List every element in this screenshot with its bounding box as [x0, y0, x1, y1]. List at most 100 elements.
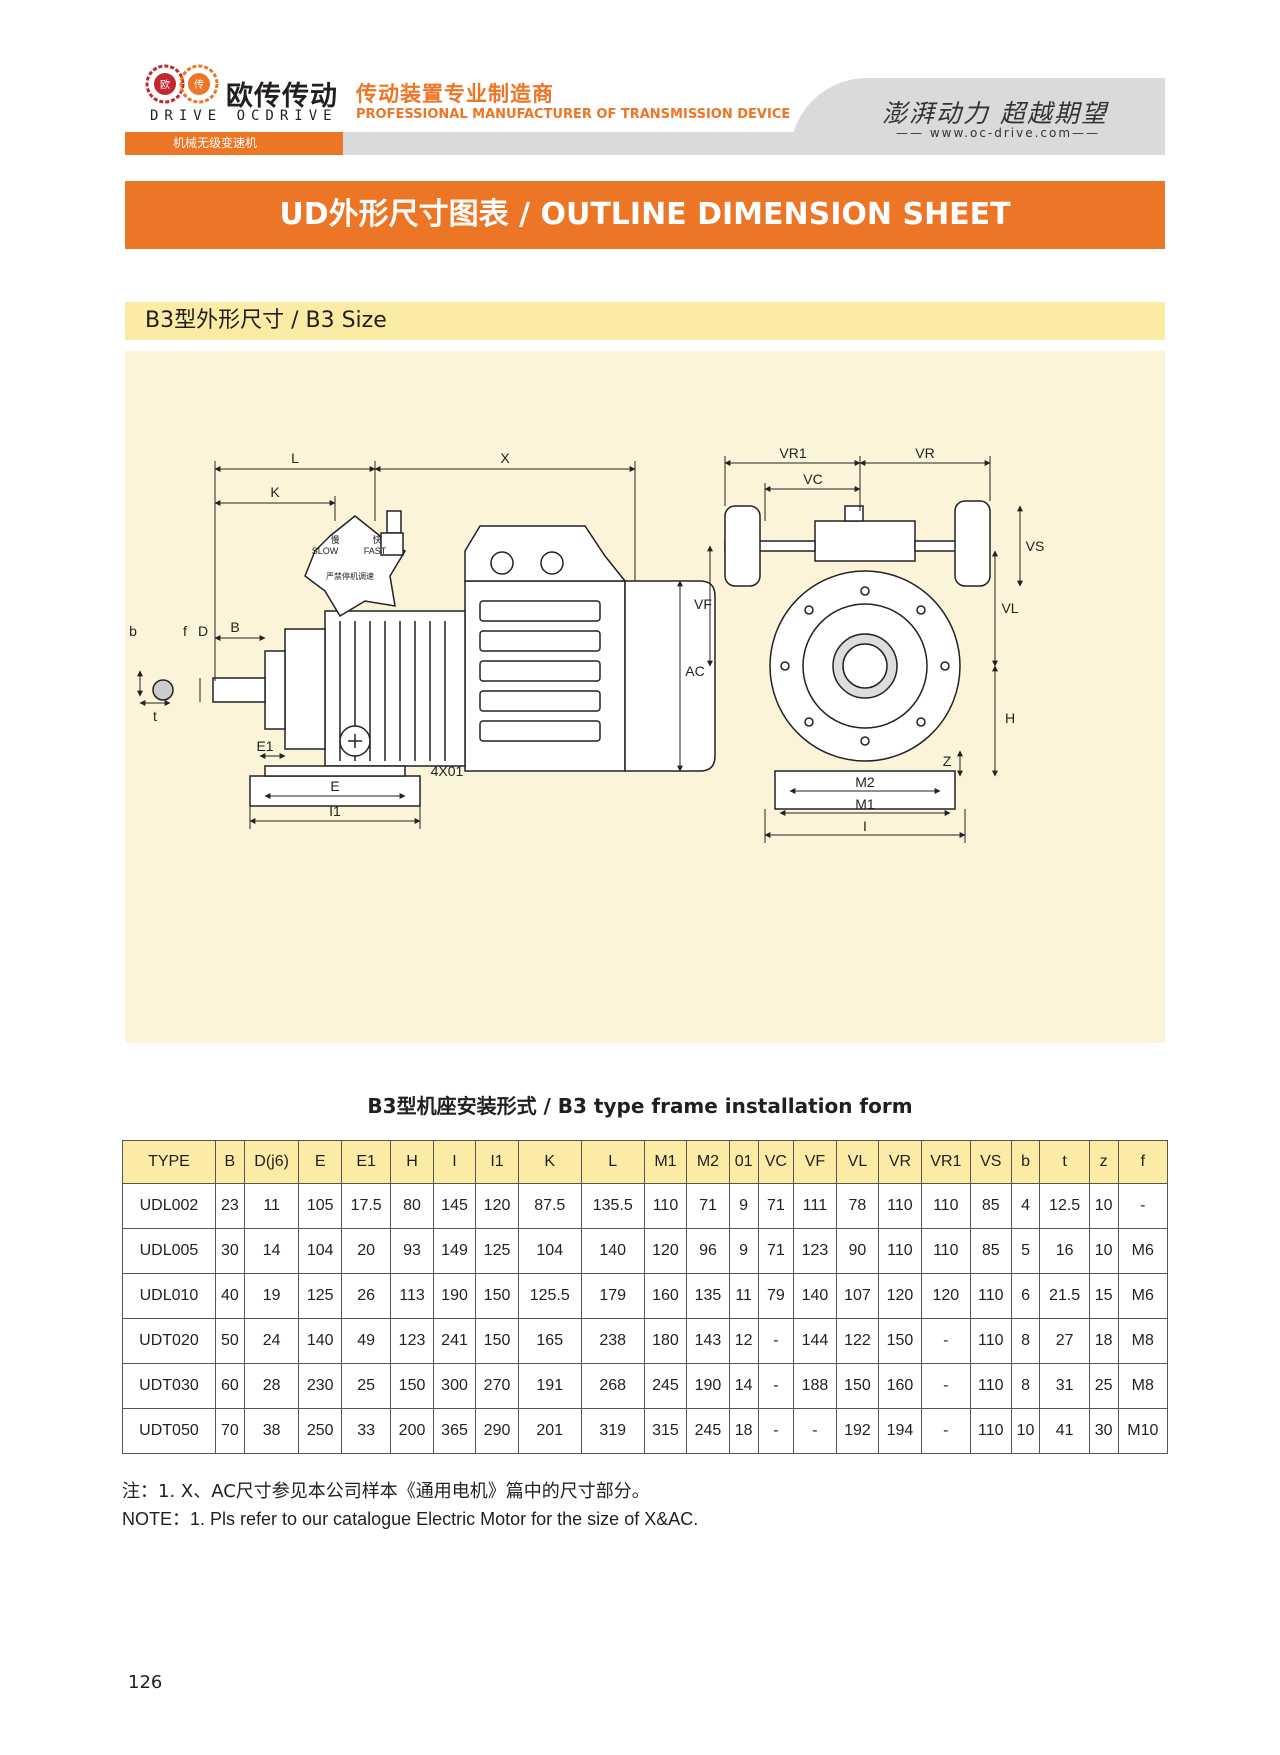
- dim-AC: AC: [685, 663, 704, 679]
- table-cell: 38: [243, 1408, 300, 1454]
- table-cell: 120: [920, 1273, 971, 1319]
- table-cell: 71: [757, 1183, 795, 1229]
- dim-X: X: [500, 450, 510, 466]
- table-cell: 17.5: [340, 1183, 392, 1229]
- table-cell: 245: [643, 1363, 688, 1409]
- dim-VC: VC: [803, 471, 822, 487]
- table-header-cell: K: [517, 1140, 582, 1184]
- front-flange: [284, 628, 326, 750]
- table-cell: 8: [1010, 1318, 1041, 1364]
- table-cell: 319: [580, 1408, 645, 1454]
- table-cell: 10: [1088, 1228, 1119, 1274]
- dim-K: K: [270, 484, 280, 500]
- dim-B: B: [230, 619, 239, 635]
- table-cell: 110: [969, 1318, 1012, 1364]
- dim-VF: VF: [694, 596, 712, 612]
- speed-adjust-screw: [386, 510, 402, 534]
- table-cell: -: [757, 1318, 795, 1364]
- dim-I: I: [863, 818, 867, 834]
- dim-E: E: [330, 778, 339, 794]
- table-cell: 25: [1088, 1363, 1119, 1409]
- table-header-cell: M2: [686, 1140, 730, 1184]
- table-cell: 120: [878, 1273, 922, 1319]
- table-cell: UDL005: [122, 1228, 216, 1274]
- table-header-cell: L: [580, 1140, 645, 1184]
- company-logo-icon: 欧 传: [145, 64, 219, 104]
- table-cell: 143: [686, 1318, 730, 1364]
- dim-VL: VL: [1001, 600, 1018, 616]
- table-cell: -: [920, 1318, 971, 1364]
- table-cell: 12: [728, 1318, 759, 1364]
- category-label: 机械无级变速机: [125, 132, 343, 155]
- table-cell: -: [1117, 1183, 1169, 1229]
- table-cell: 123: [390, 1318, 434, 1364]
- table-cell: 9: [728, 1228, 759, 1274]
- table-cell: 123: [793, 1228, 837, 1274]
- table-cell: 90: [835, 1228, 880, 1274]
- table-header-cell: VC: [757, 1140, 795, 1184]
- drawing-area: 慢 快 SLOW FAST 严禁停机调速 L X K B f D b t AC …: [125, 351, 1165, 1043]
- table-cell: 180: [643, 1318, 688, 1364]
- dim-VR: VR: [915, 445, 934, 461]
- table-cell: 365: [432, 1408, 477, 1454]
- table-cell: M6: [1117, 1228, 1169, 1274]
- table-cell: 241: [432, 1318, 477, 1364]
- table-cell: 16: [1039, 1228, 1090, 1274]
- knob-slow-cn: 慢: [330, 534, 339, 545]
- table-cell: 190: [686, 1363, 730, 1409]
- page-number: 126: [128, 1672, 163, 1693]
- knob-slow: SLOW: [312, 546, 339, 556]
- table-cell: UDL010: [122, 1273, 216, 1319]
- table-cell: 120: [475, 1183, 519, 1229]
- table-cell: 27: [1039, 1318, 1090, 1364]
- table-cell: 145: [432, 1183, 477, 1229]
- table-header-cell: B: [214, 1140, 245, 1184]
- table-cell: 125.5: [517, 1273, 582, 1319]
- table-cell: 85: [969, 1183, 1012, 1229]
- table-cell: 192: [835, 1408, 880, 1454]
- table-cell: 85: [969, 1228, 1012, 1274]
- table-cell: 4: [1010, 1183, 1041, 1229]
- end-view-right-knob: [954, 500, 991, 587]
- table-cell: 188: [793, 1363, 837, 1409]
- table-cell: M8: [1117, 1318, 1169, 1364]
- table-cell: 23: [214, 1183, 245, 1229]
- table-cell: -: [920, 1408, 971, 1454]
- table-cell: 110: [878, 1228, 922, 1274]
- table-cell: UDT020: [122, 1318, 216, 1364]
- table-cell: 93: [390, 1228, 434, 1274]
- table-cell: 300: [432, 1363, 477, 1409]
- note-en: NOTE：1. Pls refer to our catalogue Elect…: [122, 1509, 699, 1529]
- table-cell: 30: [1088, 1408, 1119, 1454]
- table-header-cell: H: [390, 1140, 434, 1184]
- dim-VR1: VR1: [779, 445, 806, 461]
- table-cell: 270: [475, 1363, 519, 1409]
- table-header-cell: VL: [835, 1140, 880, 1184]
- dim-L: L: [291, 450, 299, 466]
- speed-knob: [304, 515, 407, 618]
- note-cn: 注：1. X、AC尺寸参见本公司样本《通用电机》篇中的尺寸部分。: [122, 1481, 650, 1502]
- table-cell: 110: [969, 1363, 1012, 1409]
- table-cell: 150: [835, 1363, 880, 1409]
- table-cell: -: [757, 1363, 795, 1409]
- table-cell: 5: [1010, 1228, 1041, 1274]
- table-cell: 14: [728, 1363, 759, 1409]
- table-cell: 150: [475, 1318, 519, 1364]
- table-header-cell: t: [1039, 1140, 1090, 1184]
- dim-b: b: [129, 623, 137, 639]
- table-cell: 50: [214, 1318, 245, 1364]
- table-cell: 160: [643, 1273, 688, 1319]
- table-cell: 12.5: [1039, 1183, 1090, 1229]
- table-cell: 135: [686, 1273, 730, 1319]
- table-cell: 238: [580, 1318, 645, 1364]
- table-cell: 21.5: [1039, 1273, 1090, 1319]
- table-cell: 105: [298, 1183, 342, 1229]
- table-cell: 41: [1039, 1408, 1090, 1454]
- table-cell: 33: [340, 1408, 392, 1454]
- table-cell: 31: [1039, 1363, 1090, 1409]
- table-cell: 78: [835, 1183, 880, 1229]
